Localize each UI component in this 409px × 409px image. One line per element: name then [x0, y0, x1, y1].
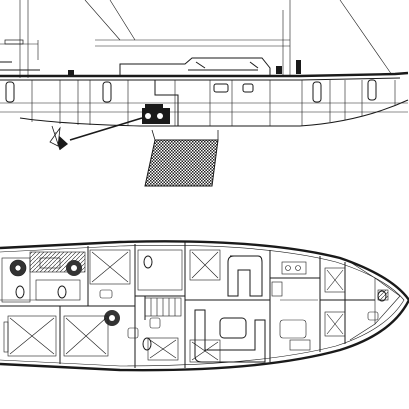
engine-icon	[69, 104, 170, 141]
stove-icon	[271, 261, 307, 339]
propeller-shaft	[69, 117, 143, 141]
plan-details	[0, 249, 318, 353]
aft-cabin-port	[1, 251, 86, 303]
deckhouse	[0, 57, 271, 76]
profile-view	[0, 0, 409, 187]
deck-plan-view	[0, 240, 409, 372]
saloon	[194, 255, 266, 363]
fan-icon	[66, 260, 120, 326]
companionway	[144, 297, 182, 317]
engine-room-bulkhead	[128, 79, 179, 126]
rigging-lines	[0, 0, 393, 78]
portholes	[5, 79, 377, 103]
bulkheads	[0, 242, 375, 368]
hull-profile	[0, 71, 409, 127]
propeller-icon	[49, 125, 68, 151]
hull-frames	[31, 80, 396, 126]
deck-plan-hull-outline	[0, 240, 409, 372]
keel-icon	[144, 129, 219, 187]
sink-icon	[99, 289, 379, 339]
deck-fittings	[4, 39, 301, 75]
forepeak	[349, 261, 401, 341]
